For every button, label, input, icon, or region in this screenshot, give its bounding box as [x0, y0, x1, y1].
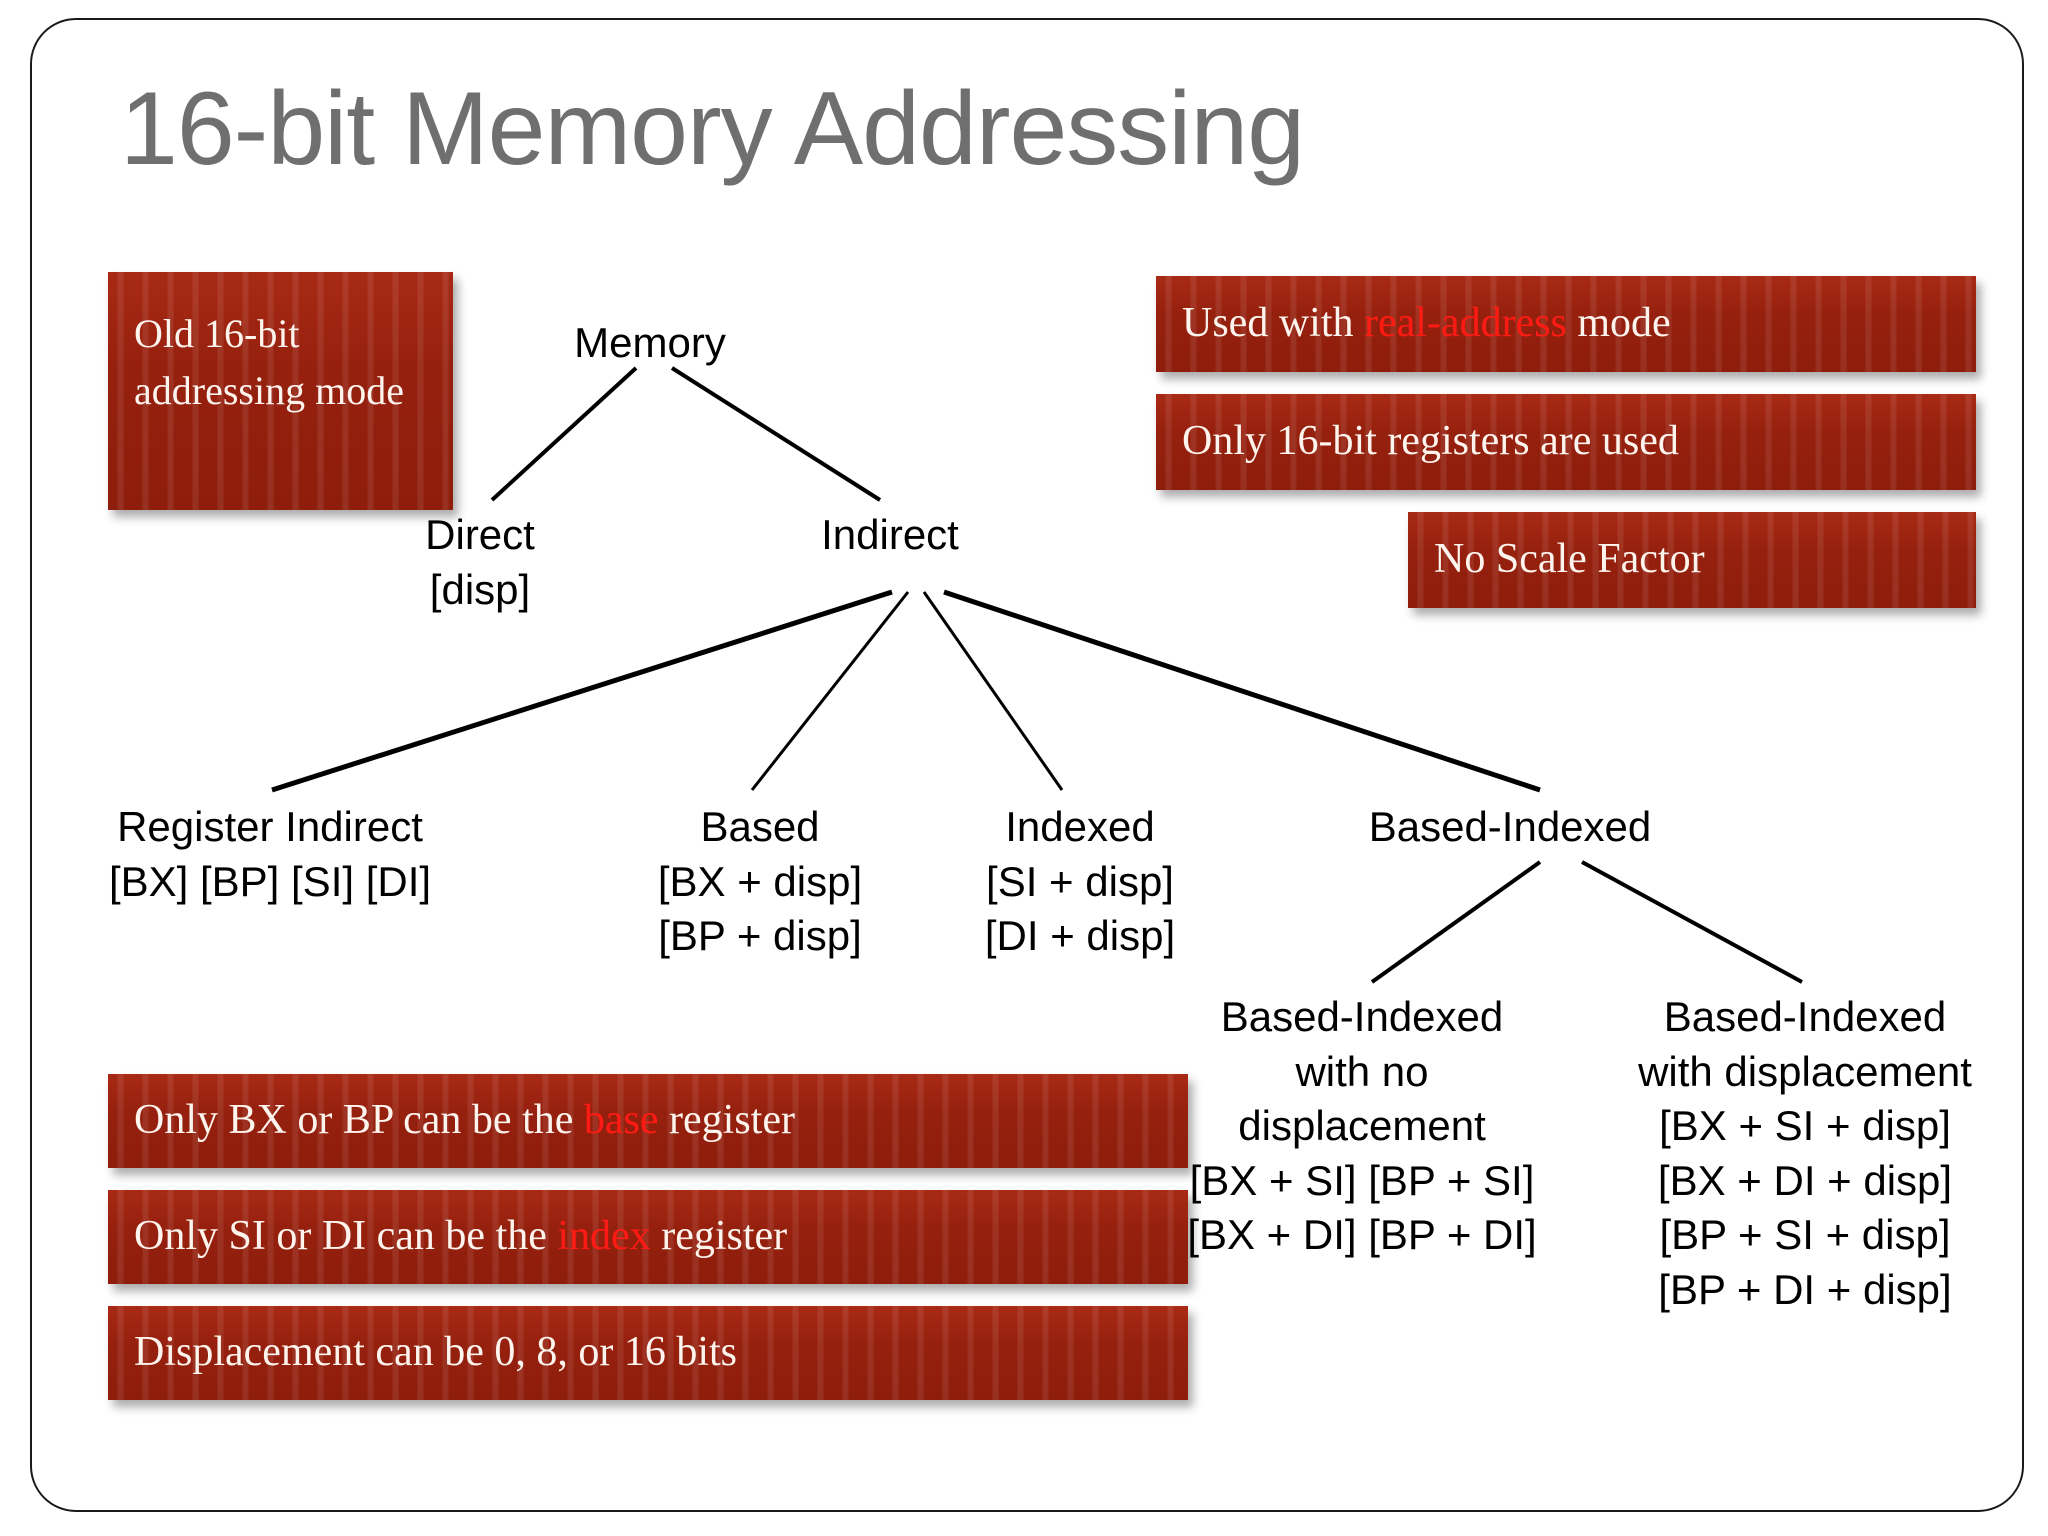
- tree-node-indexed-form-0: [SI + disp]: [986, 857, 1174, 905]
- tree-node-direct-label: Direct: [425, 511, 535, 558]
- page-title: 16-bit Memory Addressing: [120, 71, 1305, 187]
- tree-node-based: Based [BX + disp] [BP + disp]: [590, 800, 930, 964]
- callout-only-16bit-registers: Only 16-bit registers are used: [1156, 394, 1976, 490]
- tree-node-based-indexed-label: Based-Indexed: [1368, 803, 1652, 850]
- callout-no-scale-factor-text: No Scale Factor: [1434, 536, 1705, 583]
- callout-displacement-rule: Displacement can be 0, 8, or 16 bits: [108, 1306, 1188, 1400]
- callout-displacement-rule-text: Displacement can be 0, 8, or 16 bits: [134, 1329, 738, 1376]
- tree-node-bi-nodisp-form-1: [BX + DI] [BP + DI]: [1187, 1211, 1537, 1259]
- tree-node-memory: Memory: [540, 316, 760, 371]
- callout-old-addressing-mode-text: Old 16-bit addressing mode: [134, 311, 404, 413]
- tree-node-direct-form-0: [disp]: [429, 565, 531, 613]
- tree-node-based-indexed-with-displacement: Based-Indexed with displacement [BX + SI…: [1630, 990, 1980, 1318]
- tree-node-bi-disp-form-3: [BP + DI + disp]: [1658, 1265, 1952, 1313]
- tree-node-memory-label: Memory: [574, 319, 726, 366]
- tree-node-based-indexed: Based-Indexed: [1290, 800, 1730, 855]
- callout-real-address-mode-text: Used with real-address mode: [1156, 294, 1697, 354]
- callout-base-rule-pre: Only BX or BP can be the: [134, 1097, 584, 1144]
- callout-index-rule-highlight: index: [557, 1213, 651, 1260]
- tree-node-indexed-label: Indexed: [1005, 803, 1155, 850]
- tree-node-direct: Direct [disp]: [370, 508, 590, 617]
- tree-node-indexed-form-1: [DI + disp]: [984, 912, 1176, 960]
- tree-node-indirect: Indirect: [760, 508, 1020, 563]
- tree-node-bi-nodisp-sublabel: with no displacement: [1238, 1047, 1486, 1150]
- callout-no-scale-factor: No Scale Factor: [1408, 512, 1976, 608]
- tree-node-bi-disp-form-0: [BX + SI + disp]: [1659, 1102, 1951, 1150]
- callout-index-rule-pre: Only SI or DI can be the: [134, 1213, 558, 1260]
- tree-node-bi-nodisp-label: Based-Indexed: [1220, 993, 1504, 1040]
- callout-real-address-pre: Used with: [1182, 300, 1364, 347]
- tree-node-register-indirect: Register Indirect [BX] [BP] [SI] [DI]: [60, 800, 480, 909]
- callout-real-address-post: mode: [1566, 300, 1671, 347]
- tree-node-based-indexed-no-displacement: Based-Indexed with no displacement [BX +…: [1172, 990, 1552, 1263]
- tree-node-bi-disp-sublabel: with displacement: [1638, 1047, 1972, 1095]
- callout-real-address-highlight: real-address: [1364, 300, 1567, 347]
- tree-node-bi-disp-label: Based-Indexed: [1663, 993, 1947, 1040]
- callout-index-register-rule-text: Only SI or DI can be the index register: [108, 1207, 813, 1267]
- tree-node-register-indirect-label: Register Indirect: [117, 803, 423, 850]
- callout-base-rule-highlight: base: [583, 1097, 659, 1144]
- callout-real-address-mode: Used with real-address mode: [1156, 276, 1976, 372]
- tree-node-bi-nodisp-form-0: [BX + SI] [BP + SI]: [1189, 1156, 1535, 1204]
- tree-node-bi-disp-form-2: [BP + SI + disp]: [1659, 1211, 1951, 1259]
- callout-index-rule-post: register: [650, 1213, 788, 1260]
- tree-node-register-indirect-form-0: [BX] [BP] [SI] [DI]: [108, 857, 432, 905]
- tree-node-bi-disp-form-1: [BX + DI + disp]: [1657, 1156, 1953, 1204]
- callout-base-register-rule: Only BX or BP can be the base register: [108, 1074, 1188, 1168]
- tree-node-indexed: Indexed [SI + disp] [DI + disp]: [910, 800, 1250, 964]
- callout-base-register-rule-text: Only BX or BP can be the base register: [108, 1091, 821, 1151]
- tree-node-based-label: Based: [700, 803, 820, 850]
- callout-old-addressing-mode: Old 16-bit addressing mode: [108, 272, 453, 510]
- tree-node-indirect-label: Indirect: [821, 511, 959, 558]
- callout-index-register-rule: Only SI or DI can be the index register: [108, 1190, 1188, 1284]
- tree-node-based-form-0: [BX + disp]: [657, 857, 863, 905]
- callout-only-16bit-registers-text: Only 16-bit registers are used: [1182, 418, 1679, 465]
- callout-base-rule-post: register: [658, 1097, 795, 1144]
- tree-node-based-form-1: [BP + disp]: [658, 912, 862, 960]
